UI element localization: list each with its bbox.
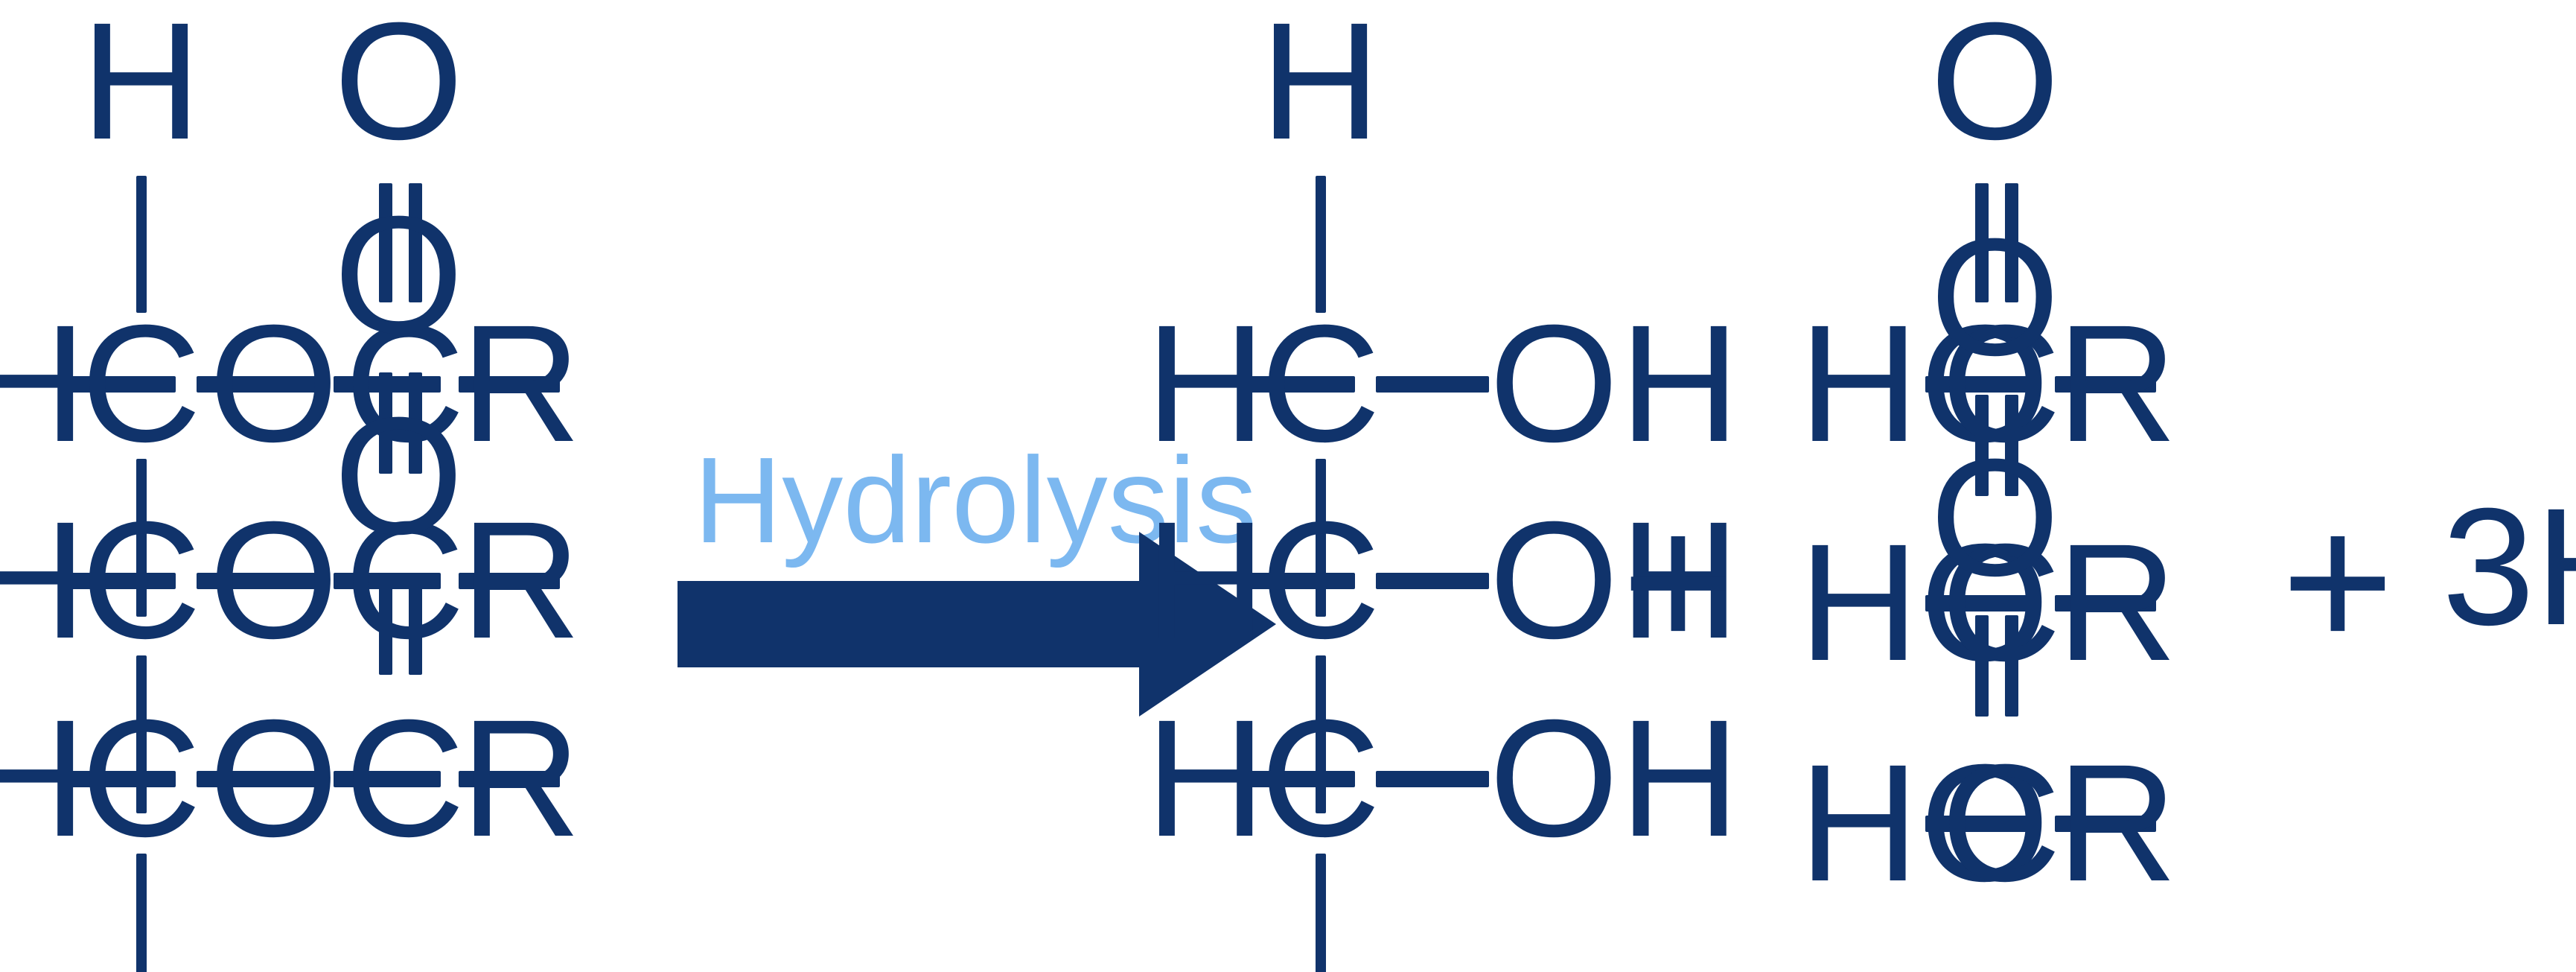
bond-h-c3 [71, 771, 176, 787]
glycerol-c1-hydrogen: H [1145, 290, 1267, 477]
glycerol-hydroxyl-3: OH [1489, 685, 1741, 871]
triglyceride-carbon-1: C [80, 290, 203, 477]
bond-fatty-acid-3-c-r [2055, 816, 2156, 832]
triglyceride-carbonyl-oxygen-2: O [334, 182, 465, 368]
glycerol-top-hydrogen: H [1260, 0, 1382, 174]
glycerol-carbon-2: C [1260, 487, 1382, 673]
triglyceride-r-group-3: R [460, 685, 582, 871]
triglyceride-r-group-2: R [460, 487, 582, 673]
fatty-acid-2-r-group: R [2056, 509, 2178, 696]
bond-glycerol-h-c3 [1251, 771, 1355, 787]
bond-carbonyl-c3-r3 [459, 771, 560, 787]
fatty-acid-1-carbonyl-oxygen: O [1930, 0, 2061, 174]
triglyceride-ester-oxygen-2: O [208, 487, 339, 673]
arrow-head [1139, 532, 1276, 717]
plus-operator-2: + [2281, 472, 2394, 690]
triglyceride-carbonyl-oxygen-1: O [334, 0, 465, 174]
triglyceride-ester-oxygen-3: O [208, 685, 339, 871]
fatty-acid-3-carbonyl-oxygen: O [1930, 425, 2061, 611]
double-bond-1-right [409, 183, 422, 302]
fatty-acid-2-carbon: C [1940, 509, 2062, 696]
fatty-acid-3-carbon: C [1940, 730, 2062, 916]
double-bond-2-right [409, 372, 422, 474]
water-molecule: 3H2O [2442, 483, 2576, 678]
fatty-acid-2-double-bond-left [1975, 395, 1989, 496]
fatty-acid-1-r-group: R [2056, 290, 2178, 477]
bond-h-c2 [71, 573, 176, 589]
bond-glycerol-h-c1 [1251, 376, 1355, 393]
plus-operator-1: + [1622, 472, 1735, 690]
bond-fatty-acid-2-c-r [2055, 595, 2156, 612]
bond-carbonyl-c2-r2 [459, 573, 560, 589]
bond-fatty-acid-1-c-r [2055, 376, 2156, 393]
double-bond-3-right [409, 574, 422, 675]
triglyceride-ester-oxygen-1: O [208, 290, 339, 477]
triglyceride-carbon-3: C [80, 685, 203, 871]
bond-o3-carbonyl-c3 [334, 771, 441, 787]
fatty-acid-2-double-bond-right [2005, 395, 2018, 496]
glycerol-hydroxyl-2: OH [1489, 487, 1741, 673]
triglyceride-carbonyl-carbon-3: C [344, 685, 466, 871]
bond-fatty-acid-2-ho-c [1925, 595, 2027, 612]
bond-c3-o3 [197, 771, 316, 787]
fatty-acid-1-double-bond-left [1975, 183, 1989, 302]
bond-glycerol-c3-oh3 [1376, 771, 1489, 787]
triglyceride-top-hydrogen: H [80, 0, 203, 174]
fatty-acid-3-double-bond-right [2005, 615, 2018, 717]
bond-glycerol-c3-bottom-h [1316, 854, 1326, 972]
water-coefficient: 3 [2442, 474, 2535, 660]
bond-h-c1 [71, 376, 176, 393]
bond-glycerol-c1-oh1 [1376, 376, 1489, 393]
glycerol-hydroxyl-1: OH [1489, 290, 1741, 477]
glycerol-c2-hydrogen: H [1145, 487, 1267, 673]
bond-glycerol-top-h-c1 [1316, 176, 1326, 313]
glycerol-carbon-1: C [1260, 290, 1382, 477]
bond-c1-o1 [197, 376, 316, 393]
fatty-acid-3-r-group: R [2056, 730, 2178, 916]
bond-top-h-to-c1 [136, 176, 147, 313]
triglyceride-r-group-1: R [460, 290, 582, 477]
triglyceride-carbonyl-carbon-2: C [344, 487, 466, 673]
fatty-acid-1-carbon: C [1940, 290, 2062, 477]
double-bond-1-left [379, 183, 392, 302]
triglyceride-carbon-2: C [80, 487, 203, 673]
bond-glycerol-c2-oh2 [1376, 573, 1489, 589]
water-hydrogen: H [2535, 474, 2576, 660]
glycerol-carbon-3: C [1260, 685, 1382, 871]
bond-c3-to-bottom-h [136, 854, 147, 972]
triglyceride-carbonyl-carbon-1: C [344, 290, 466, 477]
fatty-acid-1-double-bond-right [2005, 183, 2018, 302]
double-bond-2-left [379, 372, 392, 474]
triglyceride-carbonyl-oxygen-3: O [334, 383, 465, 569]
arrow-shaft [678, 581, 1139, 667]
bond-c2-o2 [197, 573, 316, 589]
bond-fatty-acid-1-ho-c [1925, 376, 2027, 393]
fatty-acid-3-double-bond-left [1975, 615, 1989, 717]
bond-carbonyl-c1-r1 [459, 376, 560, 393]
double-bond-3-left [379, 574, 392, 675]
fatty-acid-2-carbonyl-oxygen: O [1930, 204, 2061, 390]
bond-glycerol-h-c2 [1251, 573, 1355, 589]
bond-fatty-acid-3-ho-c [1925, 816, 2027, 832]
glycerol-c3-hydrogen: H [1145, 685, 1267, 871]
